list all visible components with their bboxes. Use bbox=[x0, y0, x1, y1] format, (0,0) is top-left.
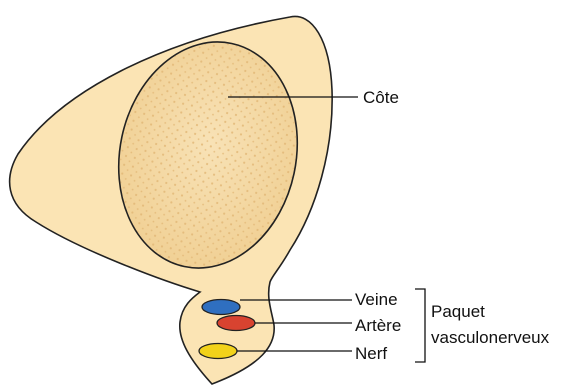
nerf-shape bbox=[199, 344, 237, 359]
veine-label: Veine bbox=[355, 291, 398, 308]
cote-label: Côte bbox=[363, 89, 399, 106]
paquet-label-line2: vasculonerveux bbox=[431, 329, 549, 346]
artere-shape bbox=[217, 316, 255, 331]
paquet-label-line1: Paquet bbox=[431, 303, 485, 320]
nerf-label: Nerf bbox=[355, 345, 387, 362]
artere-label: Artère bbox=[355, 317, 401, 334]
bundle-bracket bbox=[415, 289, 425, 362]
veine-shape bbox=[202, 300, 240, 315]
